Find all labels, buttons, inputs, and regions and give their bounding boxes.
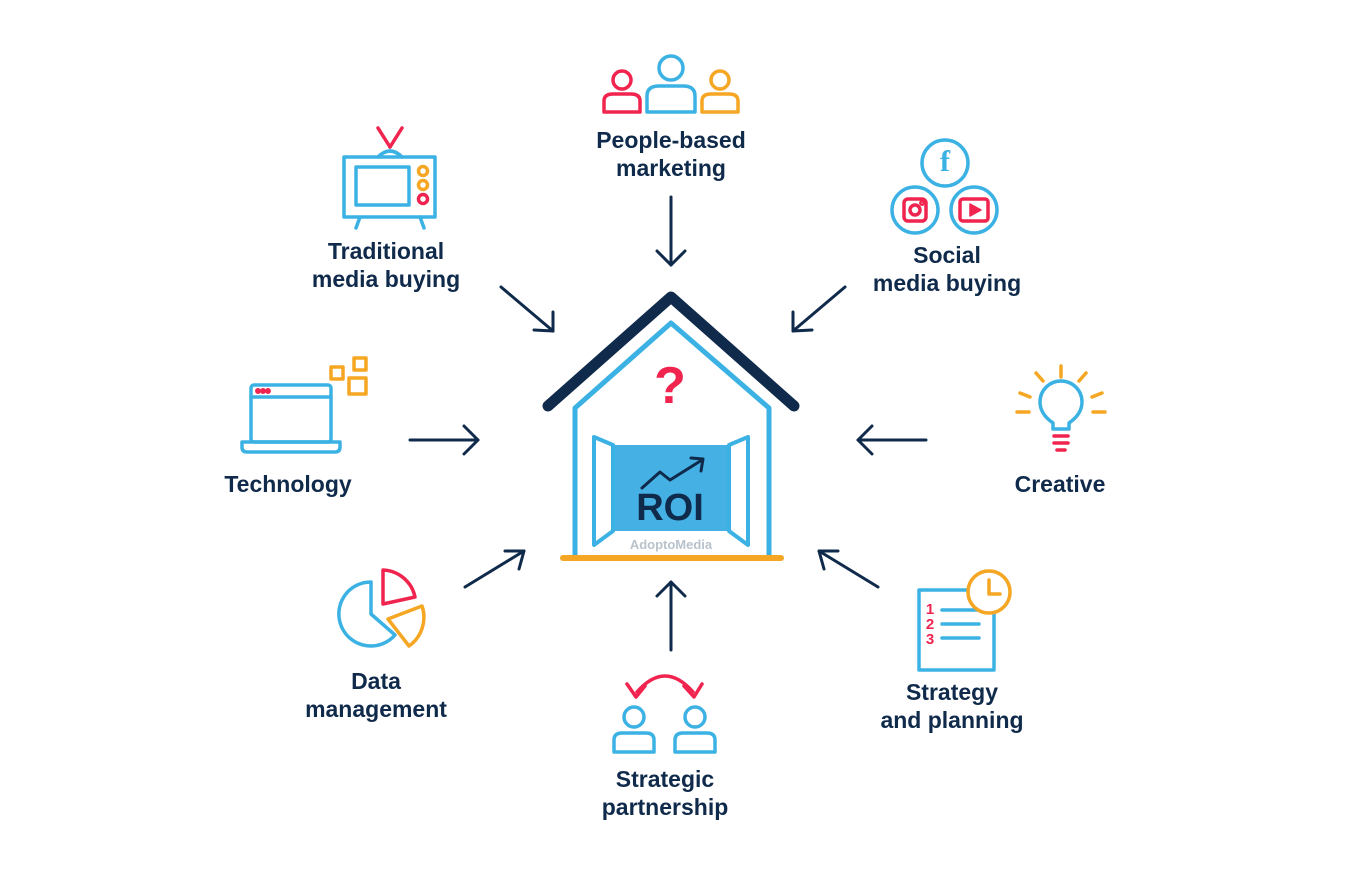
arrow-social — [791, 285, 847, 333]
label-technology: Technology — [198, 470, 378, 498]
shutter-right — [727, 435, 750, 547]
house-walls — [572, 320, 772, 558]
label-line: partnership — [601, 794, 729, 820]
shutter-left — [592, 435, 615, 547]
label-strategic-partnership: Strategic partnership — [575, 765, 755, 821]
label-line: management — [305, 696, 447, 722]
roi-label: ROI — [636, 487, 704, 529]
social-media-icons — [890, 138, 999, 235]
laptop-icon — [240, 356, 368, 454]
label-line: marketing — [616, 155, 726, 181]
label-data-management: Data management — [286, 667, 466, 723]
arrow-technology — [408, 424, 480, 456]
label-line: Creative — [1014, 471, 1106, 497]
partnership-icon — [612, 674, 717, 754]
list-number-2: 2 — [925, 616, 935, 633]
lightbulb-icon — [1015, 364, 1107, 452]
arrows — [408, 195, 928, 652]
trend-arrow-icon — [640, 458, 704, 490]
label-line: Technology — [224, 471, 352, 497]
label-strategy-and-planning: Strategy and planning — [857, 678, 1047, 734]
house — [542, 291, 800, 561]
label-line: Data — [351, 668, 401, 694]
label-line: media buying — [872, 270, 1022, 296]
trend-arrowhead — [689, 456, 705, 473]
arrow-creative — [856, 424, 928, 456]
facebook-letter: f — [940, 145, 950, 178]
label-line: People-based — [596, 127, 746, 153]
label-traditional-media-buying: Traditional media buying — [286, 237, 486, 293]
people-group-icon — [602, 54, 740, 114]
list-number-3: 3 — [925, 631, 935, 648]
watermark: AdoptoMedia — [629, 537, 713, 552]
label-line: Strategic — [615, 766, 715, 792]
arrow-people-based — [655, 195, 687, 267]
label-line: Traditional — [327, 238, 445, 264]
roi-panel — [613, 445, 729, 531]
question-mark: ? — [654, 357, 686, 415]
arrow-traditional — [499, 285, 555, 333]
label-creative: Creative — [995, 470, 1125, 498]
label-line: Social — [913, 242, 981, 268]
arrow-strategy-planning — [817, 549, 880, 589]
house-roof — [542, 291, 800, 412]
pie-chart-icon — [337, 568, 426, 648]
tv-icon — [342, 126, 437, 230]
label-people-based-marketing: People-based marketing — [569, 126, 773, 182]
arrow-strategic-partnership — [655, 580, 687, 652]
label-line: Strategy — [905, 679, 999, 705]
checklist-clock-icon — [917, 569, 1012, 672]
list-number-1: 1 — [925, 601, 935, 618]
label-line: and planning — [880, 707, 1024, 733]
facebook-icon — [920, 138, 970, 188]
arrow-data-management — [463, 549, 526, 589]
label-social-media-buying: Social media buying — [847, 241, 1047, 297]
label-line: media buying — [311, 266, 461, 292]
instagram-icon — [890, 185, 940, 235]
youtube-icon — [949, 185, 999, 235]
